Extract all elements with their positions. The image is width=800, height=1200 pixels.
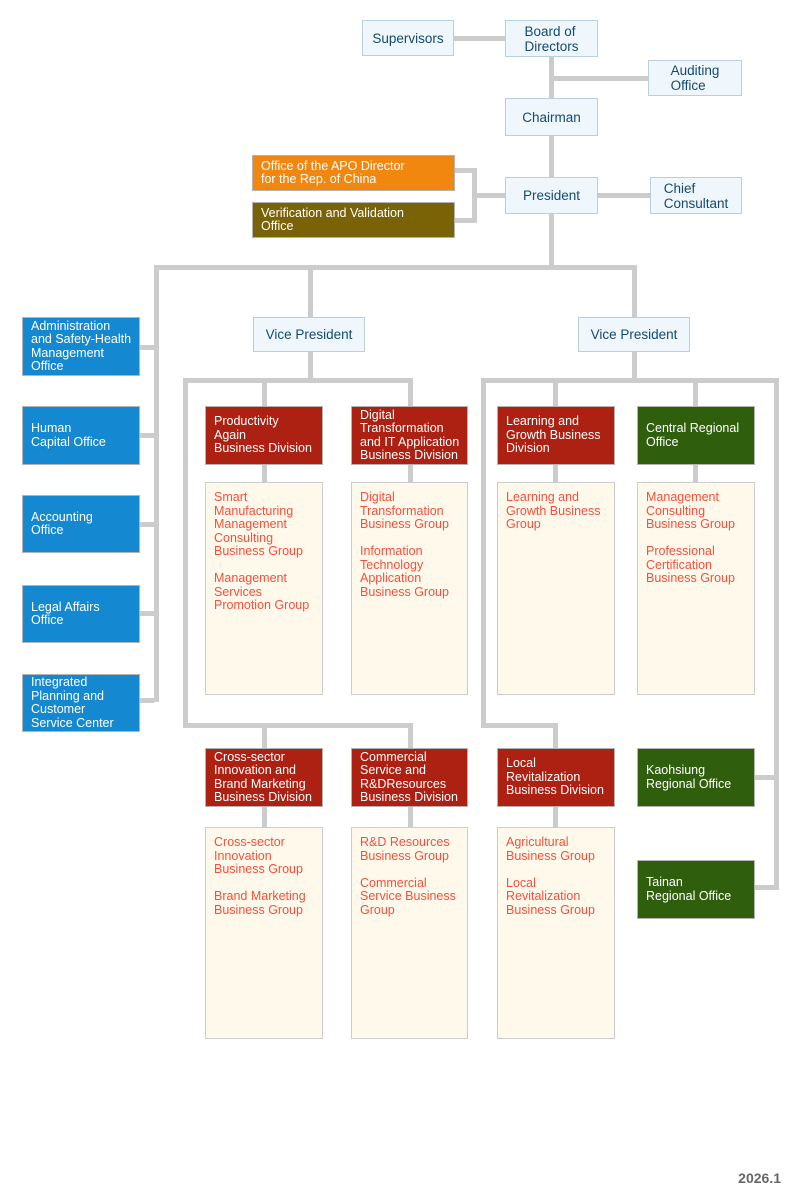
node-tainan-regional-office: Tainan Regional Office: [637, 860, 755, 919]
connector-line: [549, 76, 648, 81]
connector-line: [481, 378, 779, 383]
group-local-groups: Agricultural Business Group Local Revita…: [497, 827, 615, 1039]
connector-line: [455, 168, 475, 173]
node-vice-president-right: Vice President: [578, 317, 690, 352]
node-kaohsiung-regional-office: Kaohsiung Regional Office: [637, 748, 755, 807]
node-human-capital-office: Human Capital Office: [22, 406, 140, 465]
node-chairman: Chairman: [505, 98, 598, 136]
group-digital-groups: Digital Transformation Business Group In…: [351, 482, 468, 695]
connector-line: [262, 807, 267, 827]
connector-line: [140, 522, 154, 527]
connector-line: [553, 378, 558, 406]
node-digital-transformation-division: Digital Transformation and IT Applicatio…: [351, 406, 468, 465]
node-board-of-directors: Board of Directors: [505, 20, 598, 57]
version-label: 2026.1: [738, 1170, 781, 1186]
connector-line: [140, 611, 154, 616]
connector-line: [632, 265, 637, 317]
connector-line: [553, 465, 558, 482]
connector-line: [154, 265, 159, 702]
connector-line: [140, 345, 154, 350]
connector-line: [632, 352, 637, 378]
connector-line: [154, 265, 637, 270]
connector-line: [408, 465, 413, 482]
connector-line: [183, 378, 188, 728]
node-productivity-division: Productivity Again Business Division: [205, 406, 323, 465]
connector-line: [598, 193, 650, 198]
connector-line: [549, 214, 554, 270]
connector-line: [262, 723, 267, 748]
node-president: President: [505, 177, 598, 214]
group-commercial-groups: R&D Resources Business Group Commercial …: [351, 827, 468, 1039]
connector-line: [455, 218, 475, 223]
connector-line: [408, 723, 413, 748]
connector-line: [549, 136, 554, 177]
connector-line: [183, 723, 413, 728]
node-central-regional-office: Central Regional Office: [637, 406, 755, 465]
connector-line: [454, 36, 505, 41]
node-commercial-rd-division: Commercial Service and R&DResources Busi…: [351, 748, 468, 807]
connector-line: [553, 807, 558, 827]
group-central-groups: Management Consulting Business Group Pro…: [637, 482, 755, 695]
connector-line: [481, 723, 558, 728]
connector-line: [755, 775, 775, 780]
connector-line: [140, 433, 154, 438]
connector-line: [481, 378, 486, 728]
node-verification-validation-office: Verification and Validation Office: [252, 202, 455, 238]
connector-line: [693, 465, 698, 482]
node-supervisors: Supervisors: [362, 20, 454, 56]
group-cross-sector-groups: Cross-sector Innovation Business Group B…: [205, 827, 323, 1039]
connector-line: [553, 723, 558, 748]
node-auditing-office: Auditing Office: [648, 60, 742, 96]
connector-line: [774, 378, 779, 890]
node-apo-director-office: Office of the APO Director for the Rep. …: [252, 155, 455, 191]
connector-line: [755, 885, 775, 890]
node-integrated-planning-center: Integrated Planning and Customer Service…: [22, 674, 140, 732]
node-learning-growth-division: Learning and Growth Business Division: [497, 406, 615, 465]
connector-line: [262, 465, 267, 482]
connector-line: [408, 378, 413, 406]
connector-line: [308, 352, 313, 378]
node-legal-affairs-office: Legal Affairs Office: [22, 585, 140, 643]
connector-line: [140, 698, 154, 703]
connector-line: [308, 265, 313, 317]
connector-line: [183, 378, 413, 383]
group-productivity-groups: Smart Manufacturing Management Consultin…: [205, 482, 323, 695]
connector-line: [472, 193, 505, 198]
node-admin-safety-health-office: Administration and Safety-Health Managem…: [22, 317, 140, 376]
connector-line: [262, 378, 267, 406]
node-accounting-office: Accounting Office: [22, 495, 140, 553]
connector-line: [693, 378, 698, 406]
node-vice-president-left: Vice President: [253, 317, 365, 352]
group-learning-groups: Learning and Growth Business Group: [497, 482, 615, 695]
node-local-revitalization-division: Local Revitalization Business Division: [497, 748, 615, 807]
node-chief-consultant: Chief Consultant: [650, 177, 742, 214]
node-cross-sector-division: Cross-sector Innovation and Brand Market…: [205, 748, 323, 807]
connector-line: [408, 807, 413, 827]
